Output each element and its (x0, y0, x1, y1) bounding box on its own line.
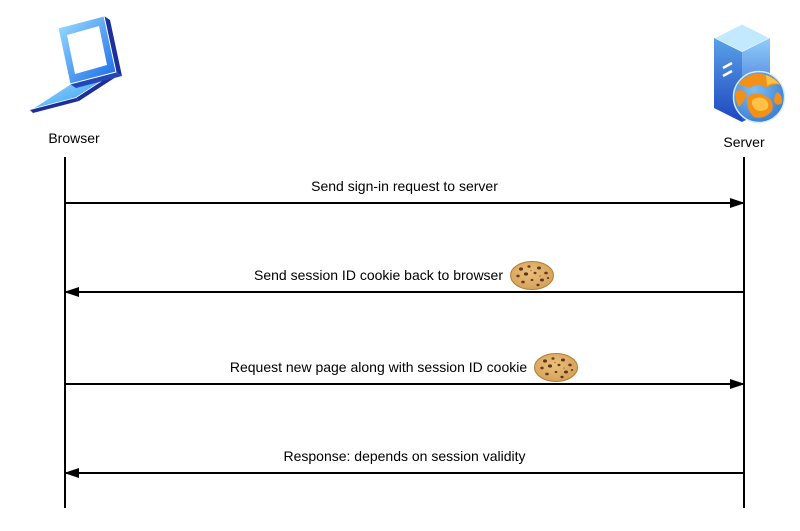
message-4-label: Response: depends on session validity (65, 448, 744, 465)
message-4-line (65, 472, 744, 474)
server-lifeline (743, 157, 745, 508)
laptop-icon (29, 15, 122, 113)
message-2-label: Send session ID cookie back to browser (65, 261, 744, 290)
server-tower-globe-icon (712, 23, 786, 124)
browser-lifeline (64, 157, 66, 508)
message-3-text: Request new page along with session ID c… (229, 359, 528, 375)
message-3: Request new page along with session ID c… (65, 345, 745, 389)
cookie-icon (534, 353, 579, 382)
message-1-label: Send sign-in request to server (65, 178, 744, 195)
message-4: Response: depends on session validity (64, 434, 744, 478)
message-2-line (65, 291, 744, 293)
message-3-line (65, 383, 744, 385)
message-2-text: Send session ID cookie back to browser (253, 267, 503, 283)
message-2: Send session ID cookie back to browser (64, 253, 744, 297)
message-3-label: Request new page along with session ID c… (65, 353, 744, 382)
message-4-arrowhead (64, 468, 79, 478)
browser-label: Browser (48, 130, 100, 146)
message-1: Send sign-in request to server (65, 164, 745, 208)
browser-actor: Browser (22, 12, 126, 146)
message-1-text: Send sign-in request to server (311, 178, 498, 194)
message-1-line (65, 202, 744, 204)
cookie-icon (510, 261, 554, 290)
server-label: Server (723, 134, 765, 150)
message-1-arrowhead (730, 198, 745, 208)
message-4-text: Response: depends on session validity (283, 448, 526, 464)
message-3-arrowhead (730, 379, 745, 389)
message-2-arrowhead (64, 287, 79, 297)
server-actor: Server (696, 12, 792, 150)
